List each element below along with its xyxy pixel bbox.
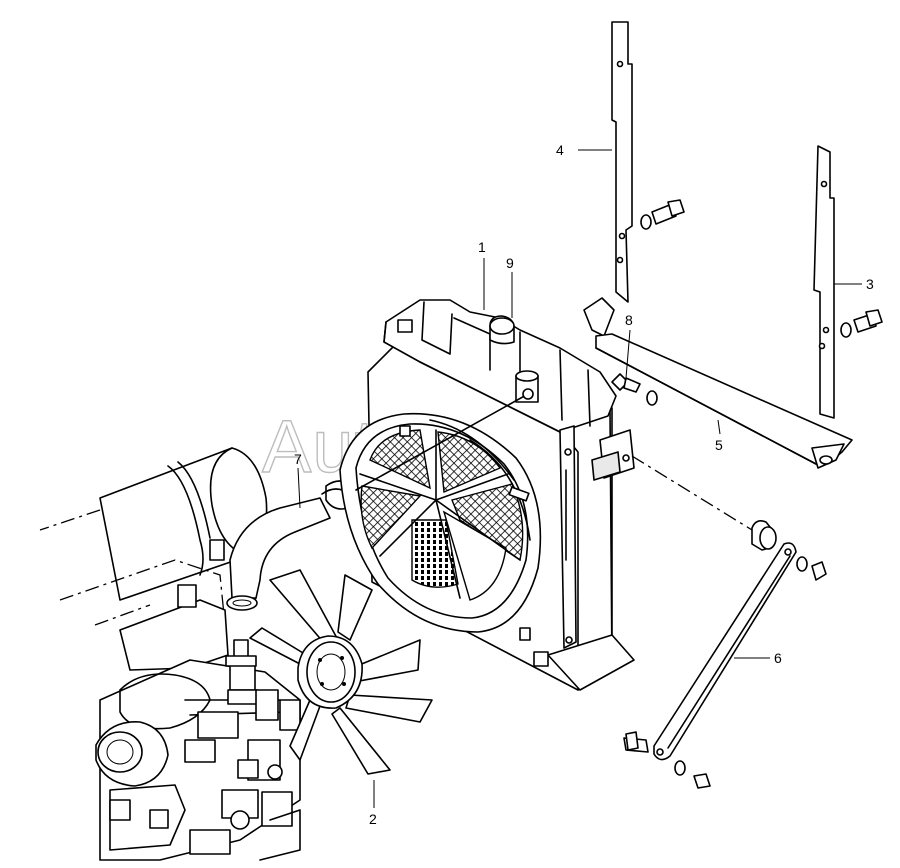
callout-4: 4 <box>556 142 564 158</box>
callout-1: 1 <box>478 239 486 255</box>
callout-2: 2 <box>369 811 377 827</box>
callout-6: 6 <box>774 650 782 666</box>
stay-rod-6 <box>623 520 827 789</box>
bolt-8 <box>611 373 658 406</box>
callout-7: 7 <box>294 451 302 467</box>
bracket-4 <box>611 21 685 303</box>
cooling-fan <box>249 569 433 775</box>
fan-shroud <box>339 412 542 641</box>
callout-8: 8 <box>625 312 633 328</box>
bracket-3 <box>813 145 883 419</box>
callout-9: 9 <box>506 255 514 271</box>
rail-5 <box>583 297 853 469</box>
hose-clamp-lower <box>226 595 258 611</box>
callout-leaders <box>297 149 862 808</box>
radiator-cap <box>489 315 515 345</box>
callout-5: 5 <box>715 437 723 453</box>
callout-3: 3 <box>866 276 874 292</box>
engine <box>39 447 301 861</box>
